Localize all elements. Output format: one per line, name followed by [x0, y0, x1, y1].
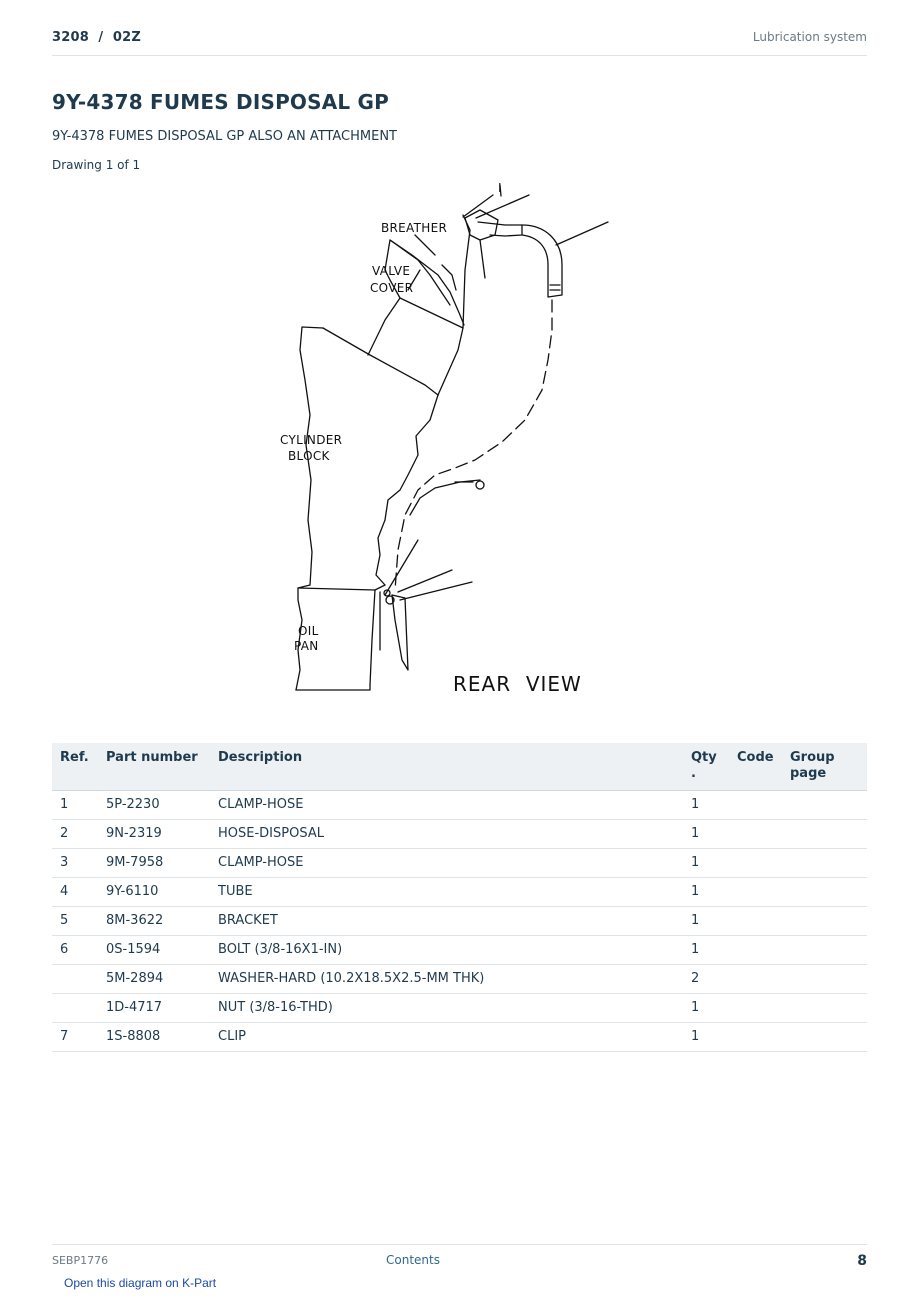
page-number: 8	[857, 1253, 867, 1269]
diagram-svg: BREATHER VALVE COVER CYLINDER BLOCK OIL …	[280, 181, 609, 696]
table-row: 5M-2894 WASHER-HARD (10.2X18.5X2.5-MM TH…	[52, 964, 867, 994]
cell-code	[729, 1022, 782, 1052]
cell-part-number: 1S-8808	[98, 1022, 210, 1052]
cell-description: CLIP	[210, 1022, 683, 1052]
label-oil-pan-2: PAN	[294, 639, 319, 653]
cell-ref: 1	[52, 790, 98, 820]
cell-qty: 2	[683, 964, 729, 994]
table-row: 4 9Y-6110 TUBE 1	[52, 877, 867, 907]
cell-qty: 1	[683, 1022, 729, 1052]
label-valve-cover-1: VALVE	[372, 264, 410, 278]
cell-description: BRACKET	[210, 906, 683, 936]
table-row: 1D-4717 NUT (3/8-16-THD) 1	[52, 993, 867, 1023]
cell-ref: 7	[52, 1022, 98, 1052]
cell-part-number: 0S-1594	[98, 935, 210, 965]
cell-group-page	[782, 1022, 867, 1052]
table-row: 5 8M-3622 BRACKET 1	[52, 906, 867, 936]
table-row: 7 1S-8808 CLIP 1	[52, 1022, 867, 1052]
cell-group-page	[782, 993, 867, 1023]
page-footer: SEBP1776 Contents 8	[52, 1244, 867, 1274]
cell-part-number: 5P-2230	[98, 790, 210, 820]
col-part-number: Part number	[98, 743, 210, 791]
page-header: 3208 / 02Z Lubrication system	[52, 28, 867, 56]
cell-qty: 1	[683, 848, 729, 878]
cell-ref: 5	[52, 906, 98, 936]
cell-description: CLAMP-HOSE	[210, 790, 683, 820]
cell-part-number: 9M-7958	[98, 848, 210, 878]
cell-code	[729, 993, 782, 1023]
cell-group-page	[782, 848, 867, 878]
table-row: 3 9M-7958 CLAMP-HOSE 1	[52, 848, 867, 878]
cell-part-number: 8M-3622	[98, 906, 210, 936]
label-cylinder-block-1: CYLINDER	[280, 433, 342, 447]
cell-description: CLAMP-HOSE	[210, 848, 683, 878]
cell-ref: 6	[52, 935, 98, 965]
cell-ref	[52, 964, 98, 994]
cell-description: TUBE	[210, 877, 683, 907]
cell-code	[729, 906, 782, 936]
cell-code	[729, 877, 782, 907]
parts-diagram: BREATHER VALVE COVER CYLINDER BLOCK OIL …	[180, 180, 740, 710]
cell-qty: 1	[683, 790, 729, 820]
page-title: 9Y-4378 FUMES DISPOSAL GP	[52, 90, 389, 114]
col-description: Description	[210, 743, 683, 791]
col-qty: Qty .	[683, 743, 729, 791]
cell-group-page	[782, 964, 867, 994]
col-group-page: Group page	[782, 743, 867, 791]
col-ref: Ref.	[52, 743, 98, 791]
cell-part-number: 9Y-6110	[98, 877, 210, 907]
cell-qty: 1	[683, 877, 729, 907]
table-row: 2 9N-2319 HOSE-DISPOSAL 1	[52, 819, 867, 849]
drawing-count: Drawing 1 of 1	[52, 158, 141, 172]
cell-ref	[52, 993, 98, 1023]
table-row: 1 5P-2230 CLAMP-HOSE 1	[52, 790, 867, 820]
cell-part-number: 1D-4717	[98, 993, 210, 1023]
cell-part-number: 5M-2894	[98, 964, 210, 994]
contents-link[interactable]: Contents	[386, 1253, 440, 1267]
table-row: 6 0S-1594 BOLT (3/8-16X1-IN) 1	[52, 935, 867, 965]
cell-qty: 1	[683, 935, 729, 965]
cell-code	[729, 964, 782, 994]
label-cylinder-block-2: BLOCK	[288, 449, 331, 463]
model-code: 3208 / 02Z	[52, 30, 141, 45]
cell-code	[729, 935, 782, 965]
cell-description: BOLT (3/8-16X1-IN)	[210, 935, 683, 965]
table-header-row: Ref. Part number Description Qty . Code …	[52, 743, 867, 791]
cell-group-page	[782, 906, 867, 936]
page-subtitle: 9Y-4378 FUMES DISPOSAL GP ALSO AN ATTACH…	[52, 129, 398, 144]
label-ref-1: I	[498, 181, 502, 195]
cell-group-page	[782, 935, 867, 965]
cell-ref: 2	[52, 819, 98, 849]
label-breather: BREATHER	[381, 221, 447, 235]
cell-ref: 3	[52, 848, 98, 878]
cell-group-page	[782, 790, 867, 820]
cell-description: HOSE-DISPOSAL	[210, 819, 683, 849]
cell-code	[729, 790, 782, 820]
cell-description: NUT (3/8-16-THD)	[210, 993, 683, 1023]
cell-group-page	[782, 877, 867, 907]
cell-ref: 4	[52, 877, 98, 907]
doc-id: SEBP1776	[52, 1254, 109, 1267]
cell-group-page	[782, 819, 867, 849]
cell-part-number: 9N-2319	[98, 819, 210, 849]
col-code: Code	[729, 743, 782, 791]
label-oil-pan-1: OIL	[298, 624, 319, 638]
cell-qty: 1	[683, 993, 729, 1023]
cell-code	[729, 819, 782, 849]
label-valve-cover-2: COVER	[370, 281, 413, 295]
cell-code	[729, 848, 782, 878]
kpart-link[interactable]: Open this diagram on K-Part	[64, 1276, 217, 1290]
label-rear-view: REAR VIEW	[453, 672, 582, 696]
cell-qty: 1	[683, 819, 729, 849]
cell-qty: 1	[683, 906, 729, 936]
parts-table: Ref. Part number Description Qty . Code …	[52, 743, 867, 1052]
section-name: Lubrication system	[752, 30, 867, 44]
cell-description: WASHER-HARD (10.2X18.5X2.5-MM THK)	[210, 964, 683, 994]
